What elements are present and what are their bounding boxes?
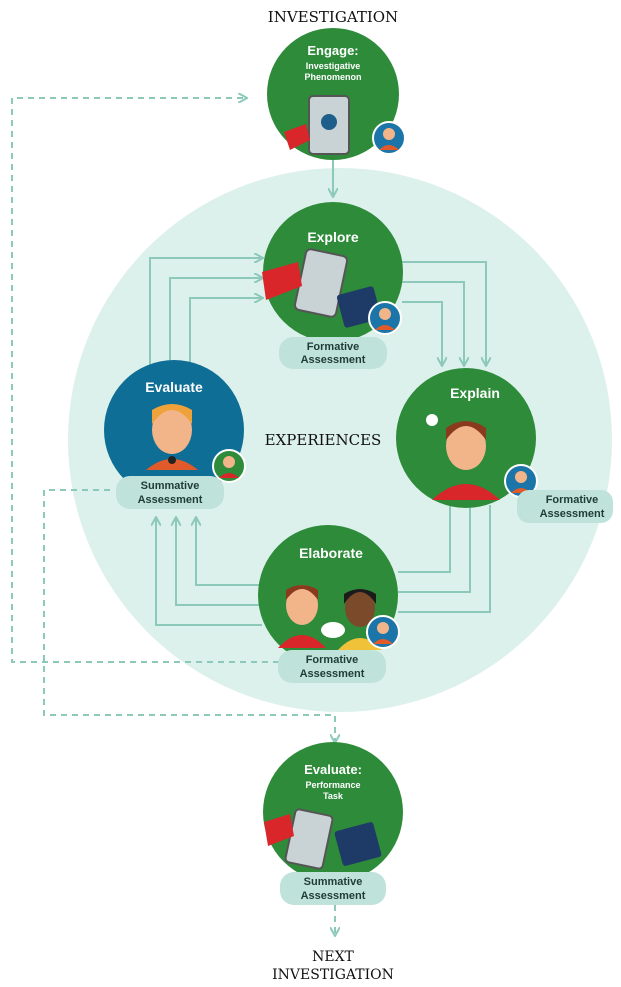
student-avatar <box>372 121 406 155</box>
engage-subtitle-2: Phenomenon <box>304 72 361 82</box>
explore-title: Explore <box>307 229 359 245</box>
elaborate-circle <box>258 525 398 665</box>
explore-to-explain-arrows <box>402 261 486 365</box>
evaluate-task-phase[interactable]: Evaluate: Performance Task <box>263 742 403 882</box>
evaluate-task-title: Evaluate: <box>304 762 362 777</box>
next-label: NEXT <box>312 949 354 965</box>
elaborate-phase[interactable]: Elaborate <box>258 525 400 665</box>
badge-line-1: Summative <box>304 876 363 888</box>
evaluate-task-assessment-badge: Summative Assessment <box>280 872 386 905</box>
badge-line-1: Summative <box>141 480 200 492</box>
engage-subtitle-1: Investigative <box>306 61 361 71</box>
elaborate-to-evaluate-arrows <box>156 518 262 626</box>
elaborate-assessment-badge: Formative Assessment <box>278 650 386 683</box>
phone-illustration <box>262 248 349 318</box>
elaborate-title: Elaborate <box>299 545 363 561</box>
evaluate-task-subtitle-2: Task <box>323 791 344 801</box>
badge-line-1: Formative <box>546 494 599 506</box>
tablet-illustration <box>264 808 334 870</box>
evaluate-assessment-badge: Summative Assessment <box>116 476 224 509</box>
student-avatar <box>366 615 400 649</box>
tablet-illustration <box>284 95 350 155</box>
dashed-loop-arrows <box>11 98 335 935</box>
explain-assessment-badge: Formative Assessment <box>517 490 613 523</box>
engage-phase[interactable]: Engage: Investigative Phenomenon <box>267 28 406 160</box>
engage-title: Engage: <box>307 43 358 58</box>
experiences-circle <box>68 168 612 712</box>
evaluate-to-explore-arrows <box>149 258 262 372</box>
next-investigation-label: INVESTIGATION <box>272 967 394 983</box>
badge-line-1: Formative <box>306 654 359 666</box>
badge-line-2: Assessment <box>301 890 366 902</box>
explain-to-elaborate-arrows <box>398 505 491 613</box>
badge-line-2: Assessment <box>540 508 605 520</box>
badge-line-2: Assessment <box>138 494 203 506</box>
explore-assessment-badge: Formative Assessment <box>279 337 387 369</box>
student-avatar <box>368 301 402 335</box>
investigation-label: INVESTIGATION <box>268 8 398 26</box>
teacher-illustration <box>146 404 198 470</box>
explain-title: Explain <box>450 385 500 401</box>
evaluate-title: Evaluate <box>145 379 203 395</box>
badge-line-1: Formative <box>307 341 360 353</box>
notebook-illustration <box>334 822 382 866</box>
evaluate-phase[interactable]: Evaluate <box>104 360 246 500</box>
evaluate-task-subtitle-1: Performance <box>305 780 360 790</box>
student-illustration <box>426 414 500 500</box>
students-illustration <box>278 585 382 650</box>
experiences-label: EXPERIENCES <box>265 431 382 449</box>
student-avatar <box>212 449 246 483</box>
explore-phase[interactable]: Explore <box>262 202 403 342</box>
badge-line-2: Assessment <box>301 354 366 366</box>
explain-phase[interactable]: Explain <box>396 368 538 508</box>
badge-line-2: Assessment <box>300 668 365 680</box>
